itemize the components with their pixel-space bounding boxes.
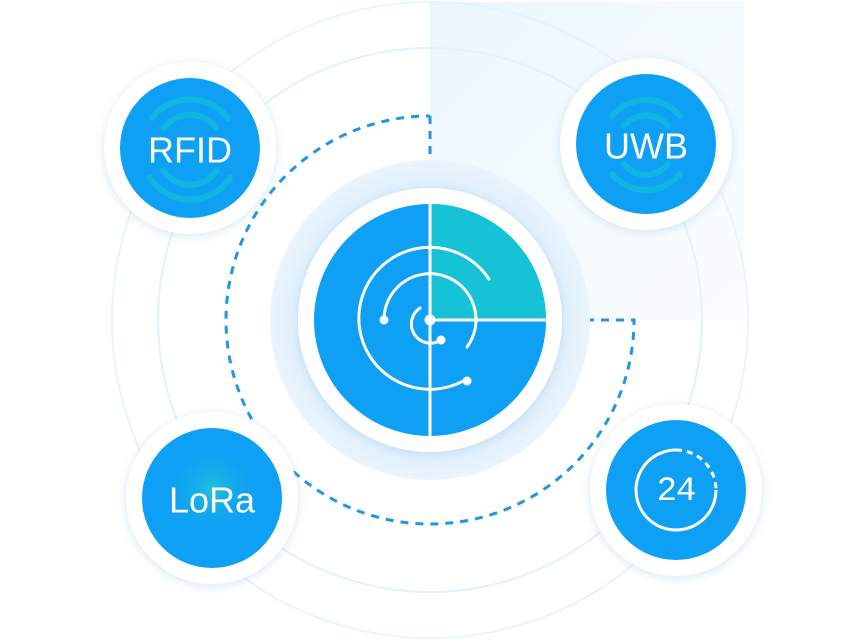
lora-label: LoRa bbox=[169, 480, 256, 521]
center-radar bbox=[314, 202, 548, 438]
24-hour-clock-icon: 24 bbox=[634, 448, 718, 532]
dashed-orbit bbox=[224, 114, 636, 526]
rfid-label: RFID bbox=[148, 130, 232, 171]
lora-signal-icon bbox=[164, 446, 260, 542]
rfid-node: RFID bbox=[104, 62, 276, 234]
lora-node: LoRa bbox=[126, 412, 298, 584]
clock-node: 24 bbox=[590, 404, 762, 576]
rfid-signal-icon bbox=[147, 96, 233, 203]
clock-label: 24 bbox=[657, 473, 696, 511]
uwb-signal-icon bbox=[609, 97, 683, 193]
uwb-node: UWB bbox=[560, 58, 732, 230]
radar-icon bbox=[357, 202, 548, 438]
uwb-label: UWB bbox=[604, 126, 688, 167]
